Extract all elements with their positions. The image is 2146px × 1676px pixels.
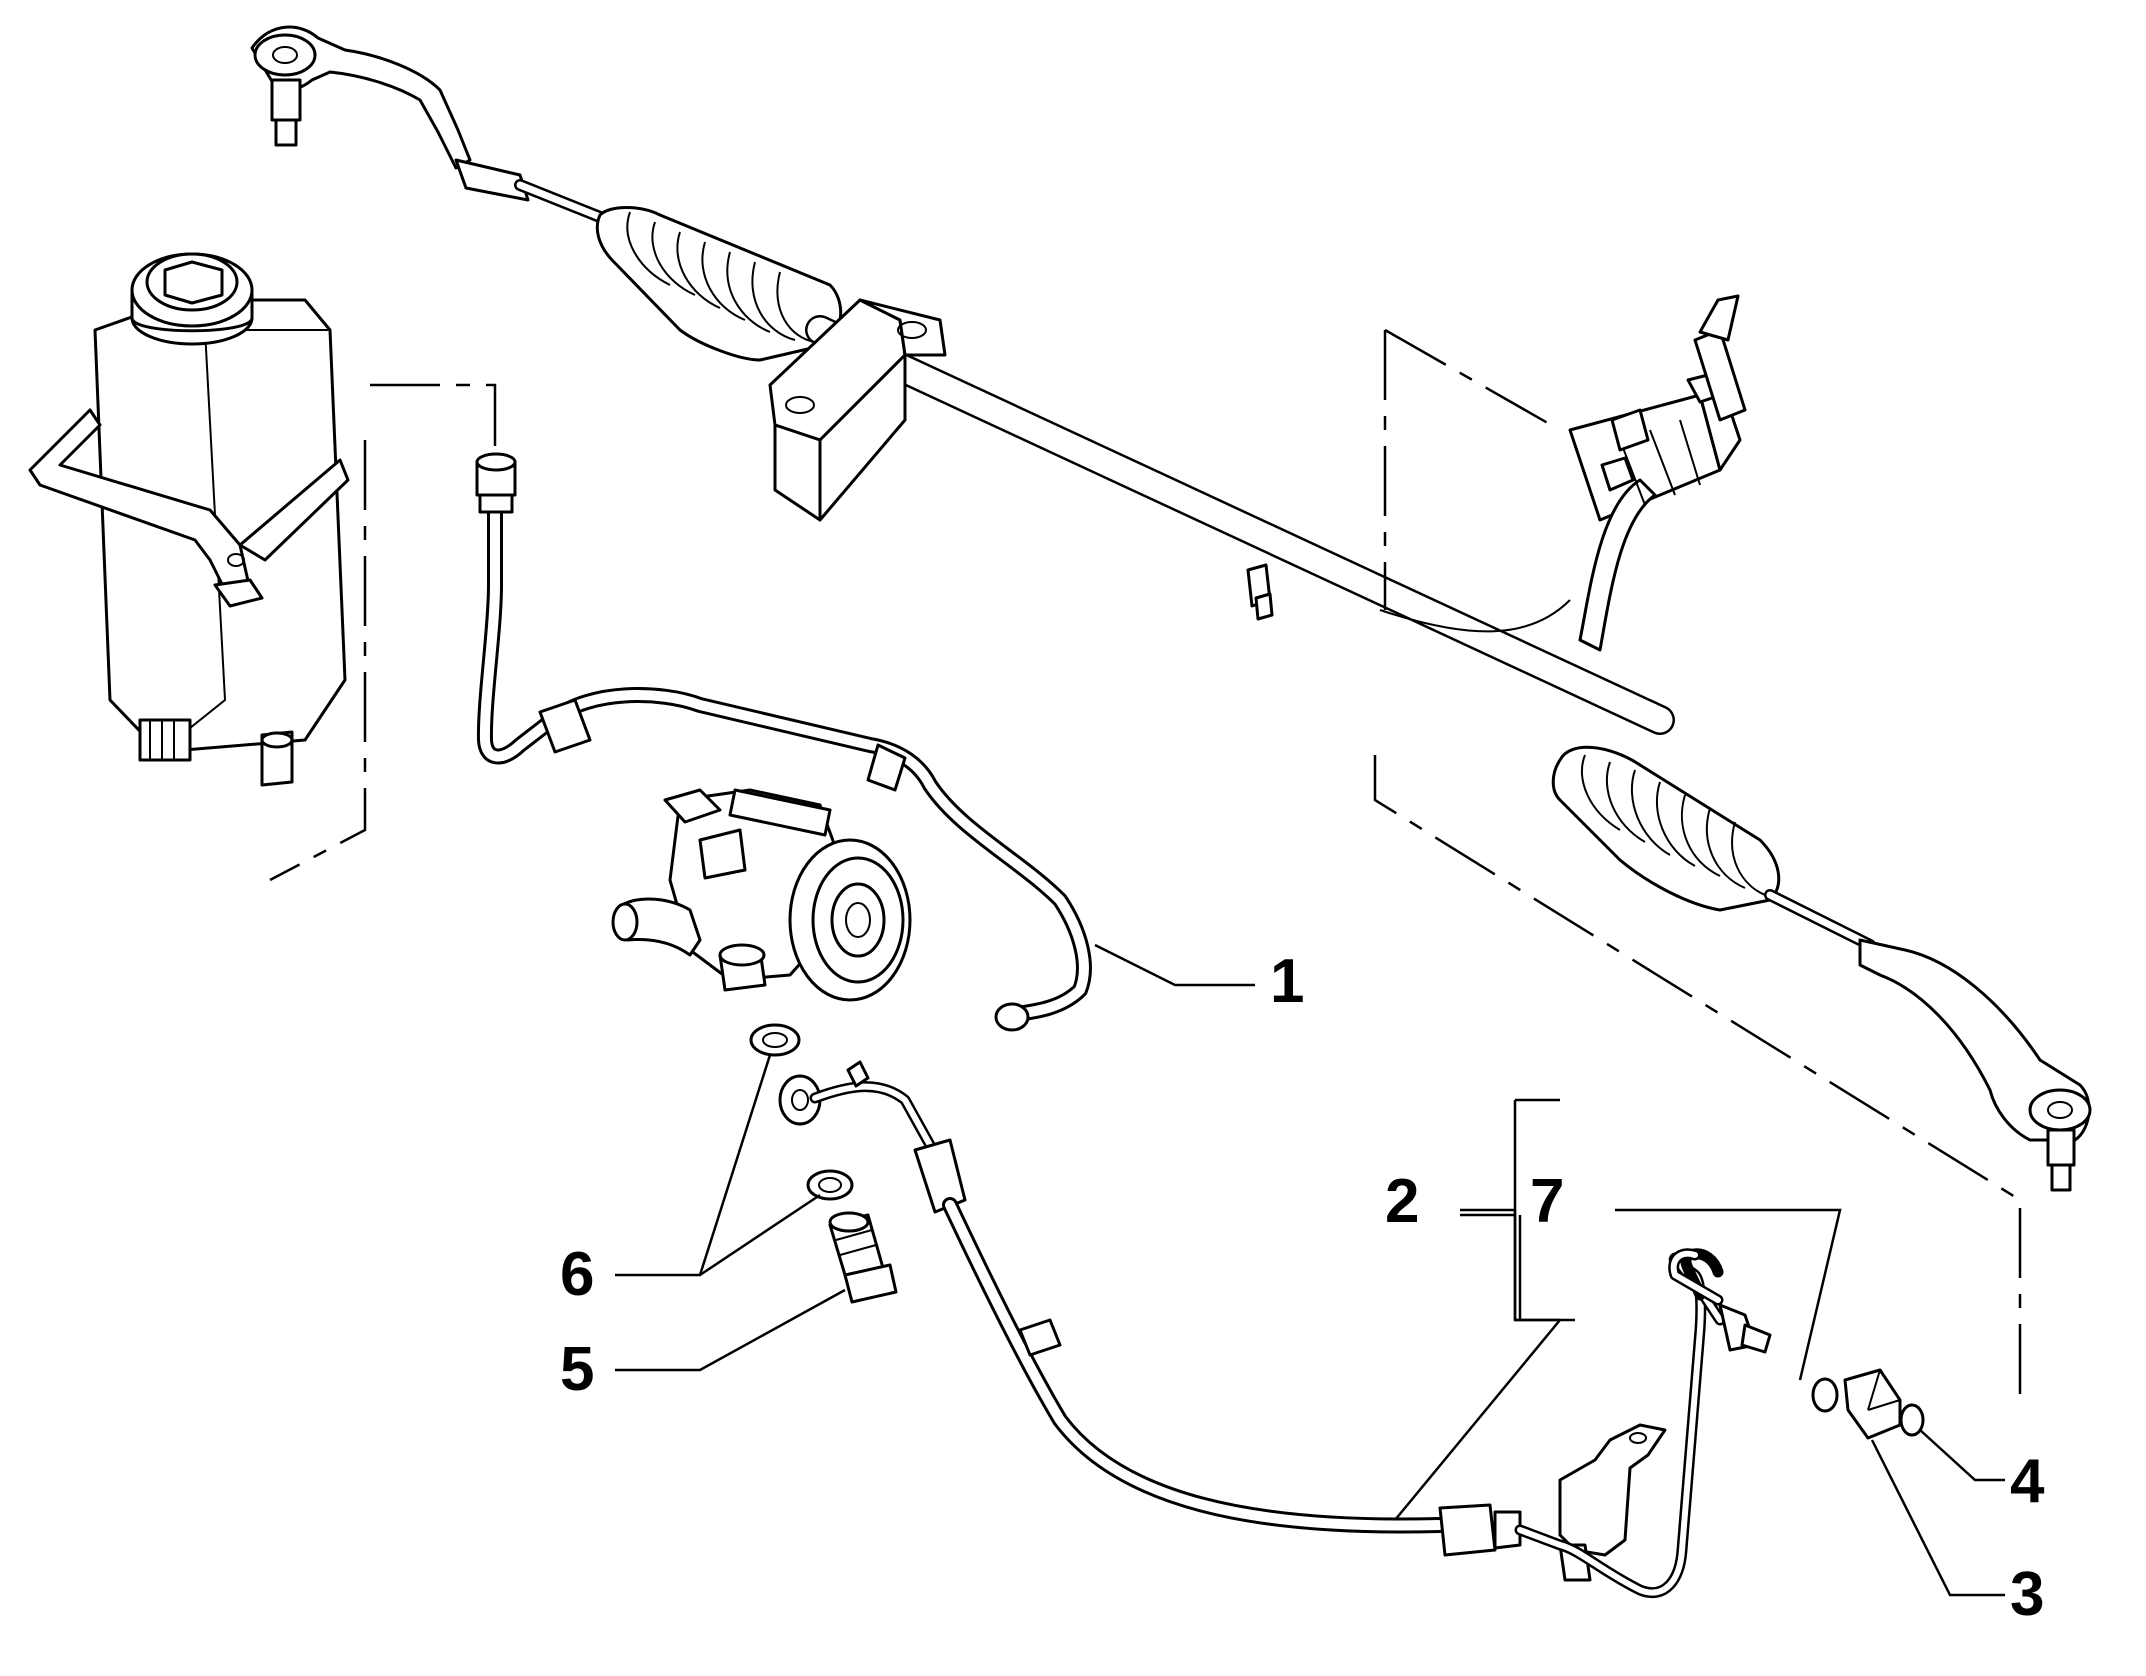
phantom-line-rack-upper xyxy=(1383,328,1561,610)
steering-rack-assembly xyxy=(250,25,2092,1192)
banjo-seal-lower xyxy=(806,1169,854,1201)
pinion-valve-housing xyxy=(1568,294,1747,652)
return-hose xyxy=(475,452,1092,1032)
leader-7 xyxy=(1615,1208,1842,1381)
left-rack-boot xyxy=(595,206,843,362)
phantom-line-reservoir-vertical xyxy=(269,440,367,882)
phantom-line-rack-lower xyxy=(1373,755,2022,1410)
banjo-bolt xyxy=(828,1211,898,1304)
fluid-reservoir xyxy=(28,252,350,787)
callout-7: 7 xyxy=(1530,1167,1564,1236)
o-ring-seal-4 xyxy=(1899,1403,1925,1437)
rack-breather-nipple xyxy=(1246,563,1274,621)
phantom-line-reservoir xyxy=(370,383,497,500)
callout-4: 4 xyxy=(2010,1447,2045,1516)
leader-3 xyxy=(1870,1439,2005,1597)
power-steering-pump xyxy=(611,788,912,1002)
banjo-seal-upper xyxy=(749,1023,801,1057)
rack-mounting-clamp xyxy=(768,298,947,522)
leader-1 xyxy=(1094,943,1255,987)
leader-6 xyxy=(615,1054,821,1277)
right-rack-boot xyxy=(1551,745,1781,912)
leader-2-hose xyxy=(1394,1319,1561,1521)
callout-6: 6 xyxy=(560,1240,594,1309)
pressure-hose-assembly xyxy=(778,1060,1772,1599)
callout-5: 5 xyxy=(560,1335,594,1404)
leader-lines xyxy=(615,943,2005,1597)
callout-3: 3 xyxy=(2010,1560,2044,1629)
callout-1: 1 xyxy=(1270,947,1304,1016)
right-tie-rod-end xyxy=(1858,938,2092,1192)
leader-4 xyxy=(1919,1429,2005,1482)
leader-5 xyxy=(615,1288,846,1372)
union-adapter xyxy=(1843,1368,1902,1440)
o-ring-seal-7 xyxy=(1811,1377,1839,1413)
pinion-feed-line xyxy=(1379,599,1571,633)
callout-2: 2 xyxy=(1385,1167,1419,1236)
left-tie-rod-end xyxy=(250,25,530,202)
